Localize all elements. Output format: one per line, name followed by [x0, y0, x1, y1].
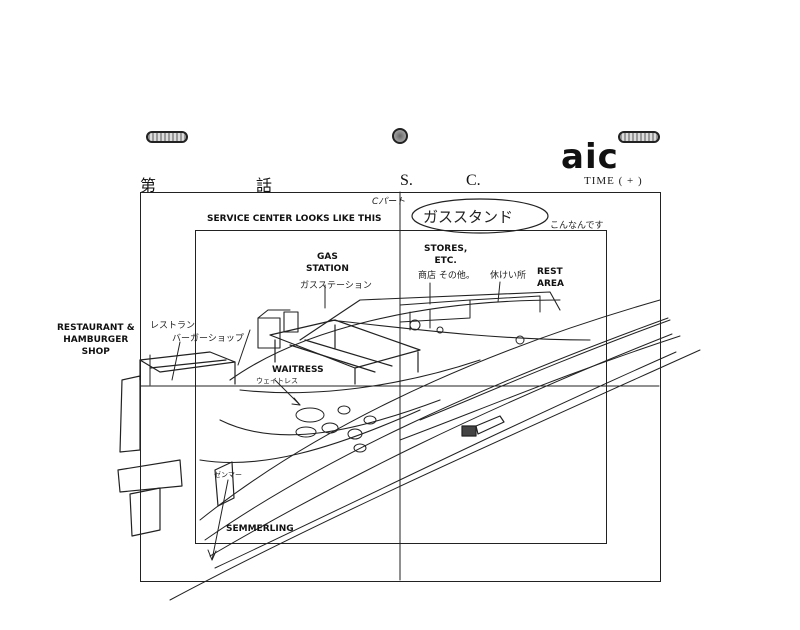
time-field: TIME ( + ) [584, 175, 643, 187]
title-en: SERVICE CENTER LOOKS LIKE THIS [207, 214, 382, 224]
guide-arrows [149, 281, 501, 561]
highway-lines [169, 299, 701, 601]
semmerling-car [214, 461, 235, 507]
stores-block [399, 295, 541, 345]
restaurant-building [117, 351, 236, 537]
rest-area-en: REST AREA [537, 267, 565, 289]
stores-jp: 商店 その他。 [418, 271, 475, 281]
inner-frame [195, 230, 607, 544]
gas-station-canopy [269, 319, 421, 385]
service-area [199, 291, 591, 464]
restaurant-jp: レストラン [150, 321, 196, 331]
title-oval [411, 198, 549, 234]
scene-label: S. [400, 172, 413, 189]
semmerling-en: SEMMERLING [226, 524, 294, 534]
rest-area-jp: 休けい所 [490, 271, 527, 281]
part-label: Cパート [372, 197, 406, 207]
gas-station-building [257, 309, 299, 349]
car-jp: ゼンマー [214, 471, 242, 479]
title-jp-suffix: こんなんです [550, 221, 604, 231]
punch-hole-center [392, 128, 408, 144]
gas-station-jp: ガスステーション [300, 281, 372, 291]
episode-label: 第 [140, 178, 157, 195]
parked-cars [295, 405, 377, 453]
burger-jp: バーガーショップ [172, 334, 244, 344]
stores-en: STORES, ETC. [424, 244, 468, 266]
gas-station-en: GAS STATION [306, 252, 349, 274]
title-jp: ガススタンド [423, 208, 514, 226]
cut-label: C. [466, 172, 481, 189]
waitress-jp: ウェイトレス [256, 377, 298, 385]
restaurant-en: RESTAURANT & HAMBURGER SHOP [57, 323, 135, 357]
episode-suffix: 話 [256, 178, 273, 195]
studio-logo: aic [561, 137, 619, 177]
truck [461, 415, 505, 437]
punch-hole-right [618, 131, 660, 143]
punch-hole-left [146, 131, 188, 143]
waitress-en: WAITRESS [272, 365, 324, 375]
